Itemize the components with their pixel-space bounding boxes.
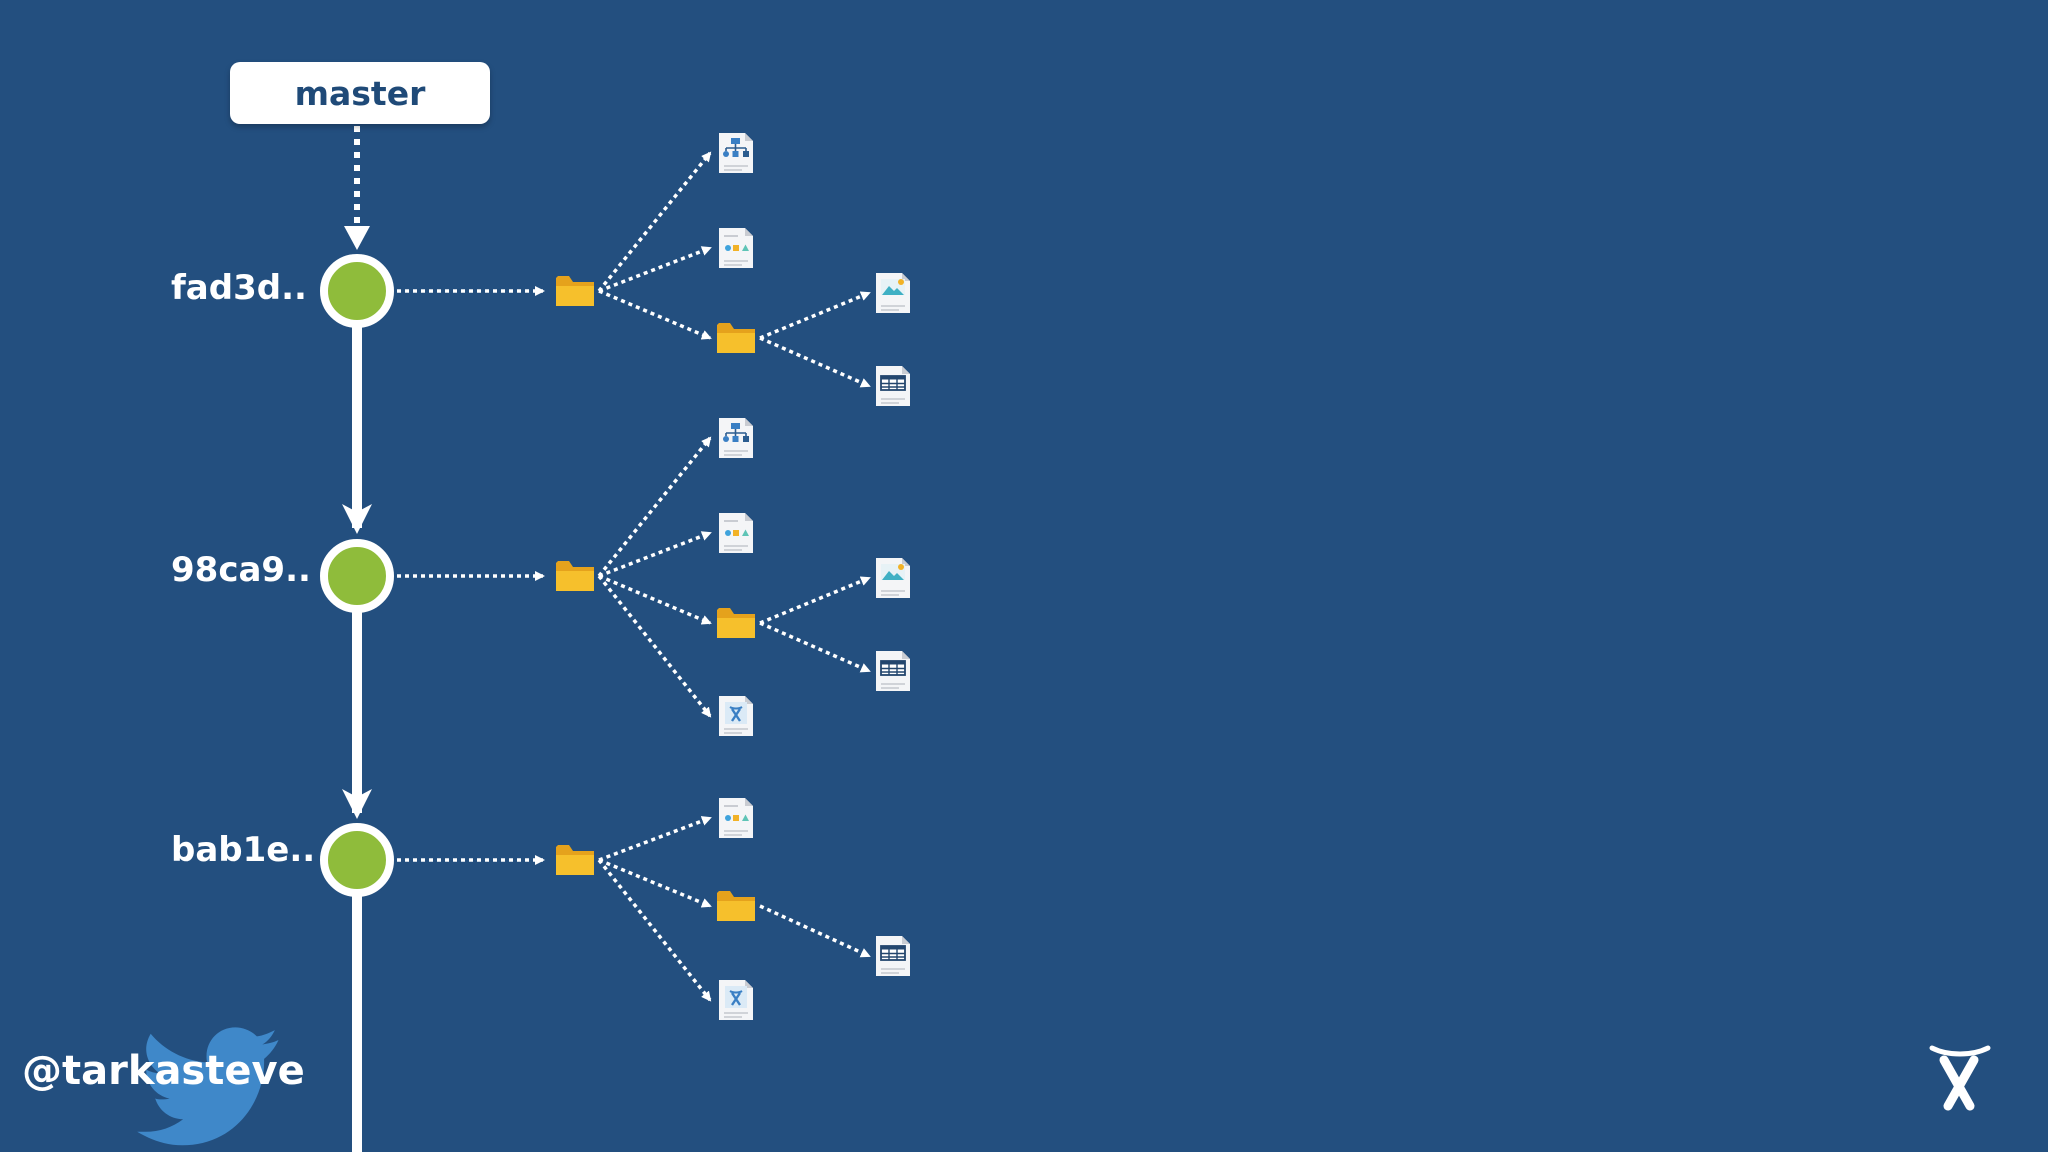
tree-link-arrow	[597, 436, 712, 578]
folder-icon	[556, 276, 594, 306]
twitter-bird-icon	[137, 1027, 279, 1146]
branch-label-text: master	[294, 73, 426, 113]
commit-node	[320, 254, 394, 328]
logo-file-icon	[719, 696, 753, 736]
image-file-icon	[876, 558, 910, 598]
folder-icon	[556, 845, 594, 875]
shapes-file-icon	[719, 513, 753, 553]
tree-link-arrow	[759, 621, 871, 673]
shapes-file-icon	[719, 798, 753, 838]
tree-link-arrow	[598, 289, 712, 340]
tree-link-arrow	[759, 576, 871, 625]
commit-node	[320, 539, 394, 613]
atlassian-logo-icon	[1929, 1045, 1991, 1111]
branch-pointer-arrow	[344, 226, 370, 250]
tree-link-arrow	[597, 151, 712, 293]
tree-link-arrow	[759, 336, 871, 388]
tree-link-arrow	[598, 531, 712, 578]
diagram-file-icon	[719, 133, 753, 173]
folder-icon	[717, 323, 755, 353]
diagram-file-icon	[719, 418, 753, 458]
logo-file-icon	[719, 980, 753, 1020]
folder-icon	[717, 608, 755, 638]
commit-id-label: fad3d..	[171, 268, 307, 308]
tree-link-arrow	[598, 858, 712, 908]
branch-label-master: master	[230, 62, 490, 124]
folder-icon	[556, 561, 594, 591]
image-file-icon	[876, 273, 910, 313]
tree-link-arrow	[597, 574, 712, 718]
spreadsheet-file-icon	[876, 366, 910, 406]
spreadsheet-file-icon	[876, 936, 910, 976]
twitter-handle: @tarkasteve	[22, 1048, 305, 1094]
tree-link-arrow	[598, 574, 712, 625]
commit-node	[320, 823, 394, 897]
spreadsheet-file-icon	[876, 651, 910, 691]
folder-icon	[717, 891, 755, 921]
commit-id-label: bab1e..	[171, 830, 316, 870]
tree-link-arrow	[759, 291, 871, 340]
tree-link-arrow	[759, 904, 871, 958]
tree-link-arrow	[597, 858, 712, 1002]
commit-id-label: 98ca9..	[171, 550, 311, 590]
tree-link-arrow	[598, 246, 712, 293]
tree-link-arrow	[598, 816, 712, 862]
shapes-file-icon	[719, 228, 753, 268]
